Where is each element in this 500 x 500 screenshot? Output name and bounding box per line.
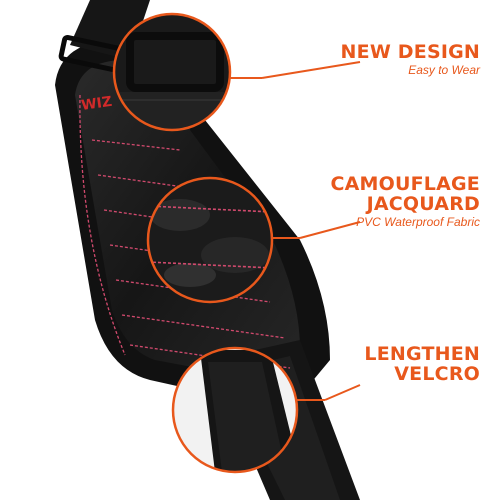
feature-title-line-2: JACQUARD <box>366 193 480 215</box>
feature-callout-lengthen-velcro: LENGTHEN VELCRO <box>364 344 480 384</box>
feature-subtitle: Easy to Wear <box>408 63 480 77</box>
feature-subtitle: PVC Waterproof Fabric <box>356 215 480 229</box>
feature-title-line-1: LENGTHEN <box>364 343 480 365</box>
feature-title: NEW DESIGN <box>340 41 480 63</box>
feature-title-line-2: VELCRO <box>394 363 480 385</box>
feature-callout-new-design: NEW DESIGN Easy to Wear <box>341 42 480 78</box>
feature-callout-camouflage-jacquard: CAMOUFLAGE JACQUARD PVC Waterproof Fabri… <box>330 174 480 230</box>
zoom-circle-velcro <box>171 346 361 474</box>
zoom-circle-buckle <box>112 12 361 132</box>
feature-title-line-1: CAMOUFLAGE <box>330 173 480 195</box>
zoom-circle-camouflage <box>146 176 361 304</box>
brand-mark: WIZ <box>80 94 113 114</box>
